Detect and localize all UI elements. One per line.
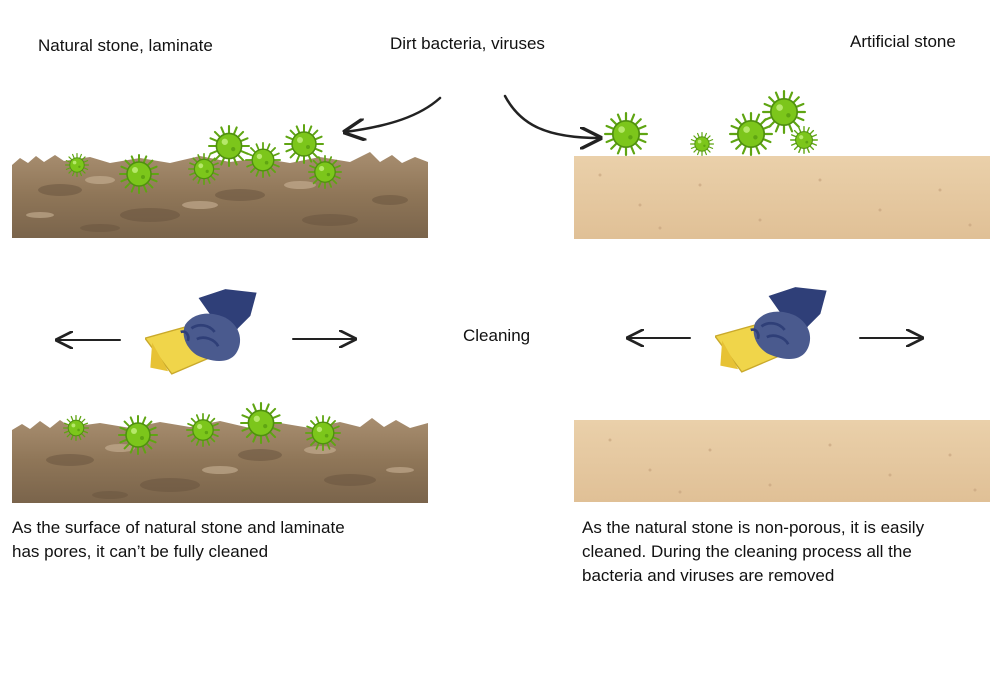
virus-icon bbox=[240, 402, 282, 444]
artificial-stone-slab-bottom bbox=[574, 420, 990, 502]
virus-icon bbox=[65, 153, 89, 177]
caption-line: bacteria and viruses are removed bbox=[582, 566, 835, 585]
label-cleaning: Cleaning bbox=[463, 326, 531, 345]
caption-line: As the surface of natural stone and lami… bbox=[12, 518, 345, 537]
caption-line: cleaned. During the cleaning process all… bbox=[582, 542, 912, 561]
caption-natural-stone: As the surface of natural stone and lami… bbox=[12, 516, 345, 564]
virus-icon bbox=[305, 415, 341, 451]
label-dirt-bacteria: Dirt bacteria, viruses bbox=[390, 34, 545, 53]
caption-line: has pores, it can’t be fully cleaned bbox=[12, 542, 269, 561]
label-natural-stone: Natural stone, laminate bbox=[38, 36, 213, 55]
curved-arrow-icon bbox=[345, 96, 442, 132]
virus-icon bbox=[762, 90, 806, 134]
virus-icon bbox=[186, 413, 220, 447]
virus-icon bbox=[284, 124, 324, 164]
caption-artificial-stone: As the natural stone is non-porous, it i… bbox=[582, 516, 924, 588]
virus-icon bbox=[118, 415, 158, 455]
curved-arrows bbox=[345, 94, 600, 138]
viruses-artificial-top bbox=[604, 90, 818, 156]
gloved-hand-sponge-icon bbox=[145, 287, 259, 376]
virus-icon bbox=[690, 132, 714, 156]
virus-icon bbox=[63, 415, 89, 441]
virus-icon bbox=[790, 126, 818, 154]
virus-icon bbox=[604, 112, 648, 156]
virus-icon bbox=[188, 153, 220, 185]
caption-line: As the natural stone is non-porous, it i… bbox=[582, 518, 925, 537]
artificial-stone-slab-top bbox=[574, 156, 990, 239]
virus-icon bbox=[208, 125, 250, 167]
virus-icon bbox=[245, 142, 281, 178]
curved-arrow-icon bbox=[503, 94, 600, 138]
label-artificial-stone: Artificial stone bbox=[850, 32, 956, 51]
gloved-hand-sponge-icon bbox=[715, 285, 829, 374]
cleaning-arrows bbox=[57, 338, 922, 340]
virus-icon bbox=[119, 154, 159, 194]
virus-icon bbox=[308, 155, 342, 189]
